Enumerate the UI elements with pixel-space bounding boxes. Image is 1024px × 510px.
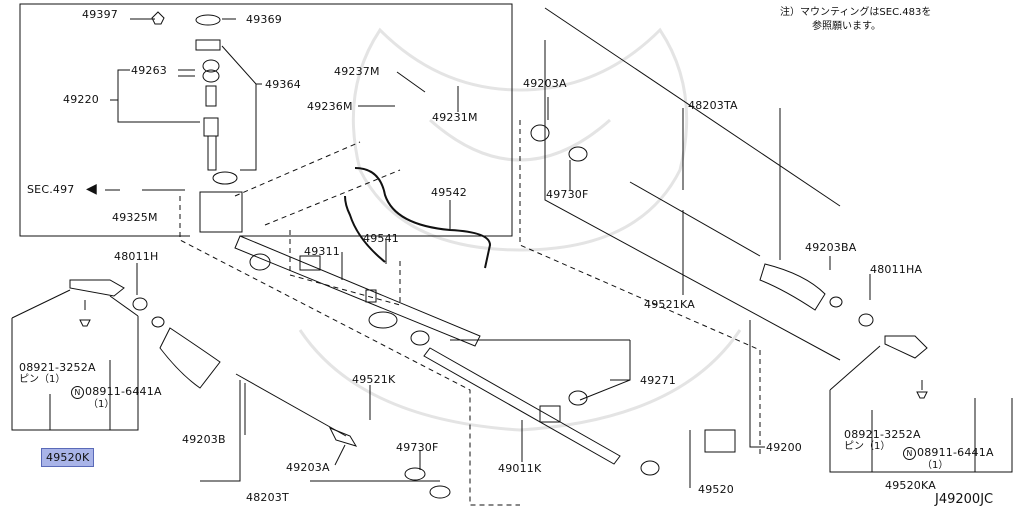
label-49231m: 49231M [432, 111, 478, 124]
label-49200: 49200 [766, 441, 802, 454]
right-nut-qty: （1） [922, 460, 949, 471]
right-nut-code: 08911-6441A [917, 446, 994, 459]
right-tie-rod-group [629, 181, 1013, 473]
label-49397: 49397 [82, 8, 118, 21]
nut-symbol-icon: N [71, 386, 84, 399]
label-49520: 49520 [698, 483, 734, 496]
left-tie-rod-group [11, 279, 451, 499]
label-49011k: 49011K [498, 462, 542, 475]
label-49364: 49364 [265, 78, 301, 91]
label-49203a-top: 49203A [523, 77, 567, 90]
hydraulic-pipes [344, 167, 492, 269]
diagram-id: J49200JC [935, 492, 994, 507]
pinion-assembly [151, 11, 243, 233]
left-arrow-icon: ◀ [86, 181, 97, 197]
label-48011h: 48011H [114, 250, 159, 263]
label-49236m: 49236M [307, 100, 353, 113]
left-nut-qty: （1） [88, 399, 115, 410]
label-49220: 49220 [63, 93, 99, 106]
sec-ref-label: SEC.497 [27, 183, 75, 196]
label-49325m: 49325M [112, 211, 158, 224]
label-49521k: 49521K [352, 373, 396, 386]
rack-housing-outline [179, 120, 761, 506]
note-line-2: 参照願います。 [812, 21, 881, 32]
right-pin-code: 08921-3252A [844, 428, 921, 441]
label-49203ba: 49203BA [805, 241, 857, 254]
label-48011ha: 48011HA [870, 263, 923, 276]
label-49203b: 49203B [182, 433, 226, 446]
left-nut-code: 08911-6441A [85, 385, 162, 398]
label-49237m: 49237M [334, 65, 380, 78]
inner-rack [410, 124, 736, 476]
label-48203ta: 48203TA [688, 99, 738, 112]
label-49521ka: 49521KA [644, 298, 695, 311]
left-pin-code: 08921-3252A [19, 361, 96, 374]
label-49730f-bottom: 49730F [396, 441, 439, 454]
label-49311: 49311 [304, 245, 340, 258]
right-pin-qty: ピン（1） [844, 441, 891, 452]
label-49542: 49542 [431, 186, 467, 199]
label-49271: 49271 [640, 374, 676, 387]
label-49541: 49541 [363, 232, 399, 245]
note-line-1: 注）マウンティングはSEC.483を [780, 7, 932, 18]
left-pin-qty: ピン（1） [19, 374, 66, 385]
label-49369: 49369 [246, 13, 282, 26]
leader-lines [110, 7, 871, 488]
label-49520ka: 49520KA [885, 479, 936, 492]
nut-symbol-icon-right: N [903, 447, 916, 460]
label-48203t: 48203T [246, 491, 289, 504]
label-49730f-top: 49730F [546, 188, 589, 201]
rack-housing [234, 235, 481, 347]
label-49203a-bottom: 49203A [286, 461, 330, 474]
label-49520k-highlighted[interactable]: 49520K [41, 448, 95, 467]
upper-left-frame [19, 3, 513, 237]
label-49263: 49263 [131, 64, 167, 77]
